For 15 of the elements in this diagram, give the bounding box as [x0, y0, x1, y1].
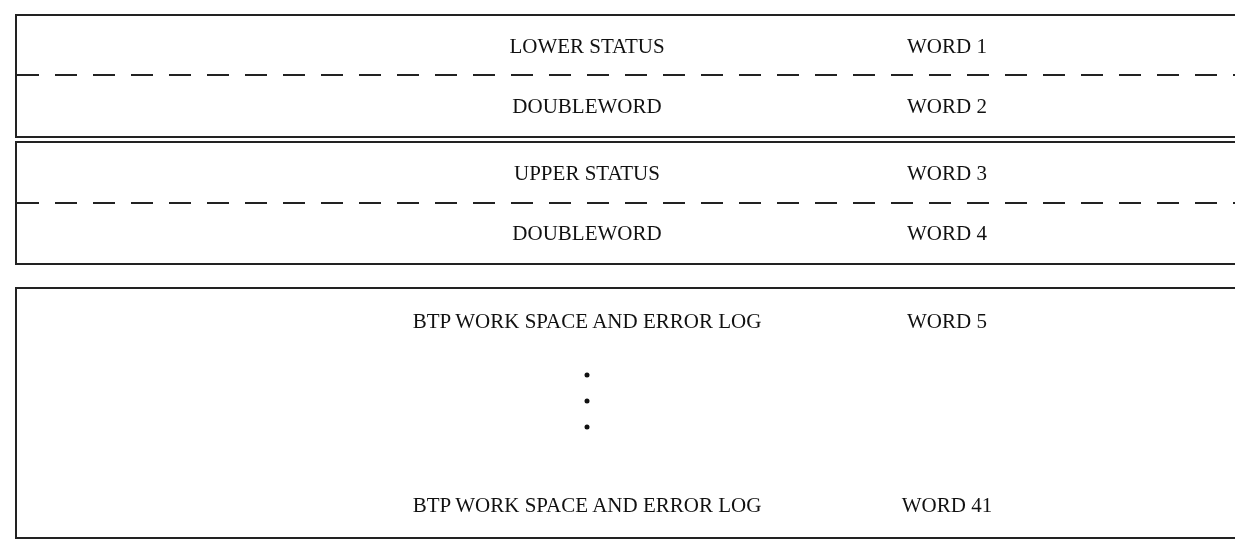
word-number: WORD 1 [907, 34, 987, 58]
word-number: WORD 41 [901, 493, 993, 517]
field-name: BTP WORK SPACE AND ERROR LOG [412, 309, 762, 333]
field-name: BTP WORK SPACE AND ERROR LOG [412, 493, 762, 517]
memory-block [15, 287, 1235, 539]
word-number: WORD 2 [907, 94, 987, 118]
field-name: DOUBLEWORD [512, 221, 662, 245]
field-name: DOUBLEWORD [512, 94, 662, 118]
word-number: WORD 4 [907, 221, 987, 245]
word-number: WORD 3 [907, 161, 987, 185]
word-number: WORD 5 [907, 309, 987, 333]
field-name: LOWER STATUS [509, 34, 665, 58]
memory-block [15, 14, 1235, 138]
memory-block [15, 141, 1235, 265]
field-name: UPPER STATUS [514, 161, 660, 185]
